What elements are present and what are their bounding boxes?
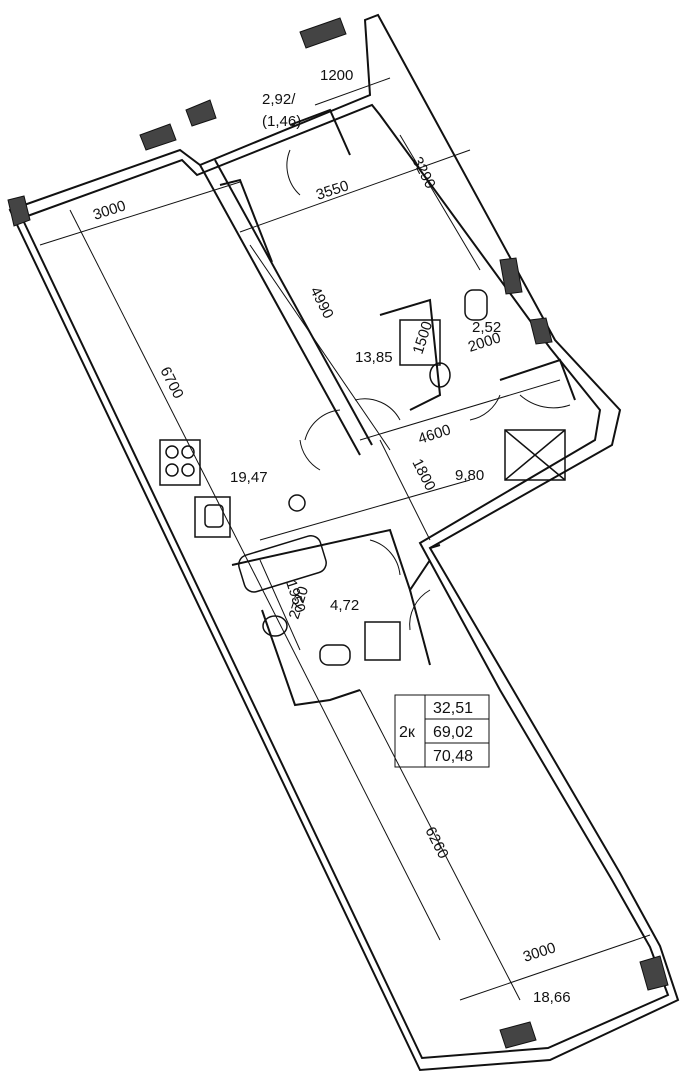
burner-icon bbox=[181, 463, 195, 477]
summary-total-area-balcony: 70,48 bbox=[433, 748, 473, 765]
wardrobe-icon bbox=[504, 429, 566, 481]
hall-area: 9,80 bbox=[455, 467, 484, 484]
shower-cabin-icon bbox=[399, 319, 441, 366]
bathtub-icon bbox=[238, 534, 327, 593]
summary-type: 2к bbox=[399, 724, 416, 741]
boiler-icon bbox=[288, 494, 306, 512]
washbasin-icon bbox=[429, 362, 451, 388]
summary-table bbox=[394, 694, 490, 768]
bedroom1-area: 13,85 bbox=[355, 349, 393, 366]
fixtures bbox=[159, 289, 566, 666]
shower-tray-icon bbox=[364, 621, 401, 661]
bedroom1-depth: 3290 bbox=[408, 154, 438, 191]
balcony-width: 1200 bbox=[320, 67, 353, 84]
living-width: 3000 bbox=[91, 197, 128, 223]
living-area: 19,47 bbox=[230, 469, 268, 486]
interior-walls bbox=[199, 108, 576, 707]
bath-main-area: 4,72 bbox=[330, 597, 359, 614]
outer-walls bbox=[8, 13, 680, 1072]
living-length: 6700 bbox=[156, 364, 186, 401]
balcony-area-reduced: (1,46) bbox=[262, 113, 301, 130]
bedroom2-width: 3000 bbox=[521, 939, 558, 965]
window-strips bbox=[7, 17, 669, 1049]
hall-dim-b: 1800 bbox=[408, 456, 438, 493]
door-swings bbox=[286, 149, 571, 631]
balcony-area: 2,92/ bbox=[262, 91, 296, 108]
burner-icon bbox=[165, 463, 179, 477]
bath-small-dim-a: 1500 bbox=[410, 319, 436, 356]
bedroom1-length: 4990 bbox=[306, 284, 336, 321]
bath-small-area: 2,52 bbox=[472, 319, 501, 336]
bedroom2-length: 6260 bbox=[421, 824, 451, 861]
burner-icon bbox=[165, 445, 179, 459]
bedroom1-width: 3550 bbox=[314, 177, 351, 203]
toilet-icon bbox=[319, 644, 351, 666]
hall-dim-a: 4600 bbox=[416, 421, 453, 447]
summary-living-area: 32,51 bbox=[433, 700, 473, 717]
sink-bowl-icon bbox=[204, 504, 224, 528]
toilet-icon bbox=[464, 289, 488, 321]
sink-icon bbox=[194, 496, 231, 538]
bedroom2-area: 18,66 bbox=[533, 989, 571, 1006]
summary-total-area: 69,02 bbox=[433, 724, 473, 741]
dimension-lines bbox=[39, 77, 651, 1001]
stove-icon bbox=[159, 439, 201, 486]
burner-icon bbox=[181, 445, 195, 459]
washbasin-icon bbox=[262, 615, 288, 637]
